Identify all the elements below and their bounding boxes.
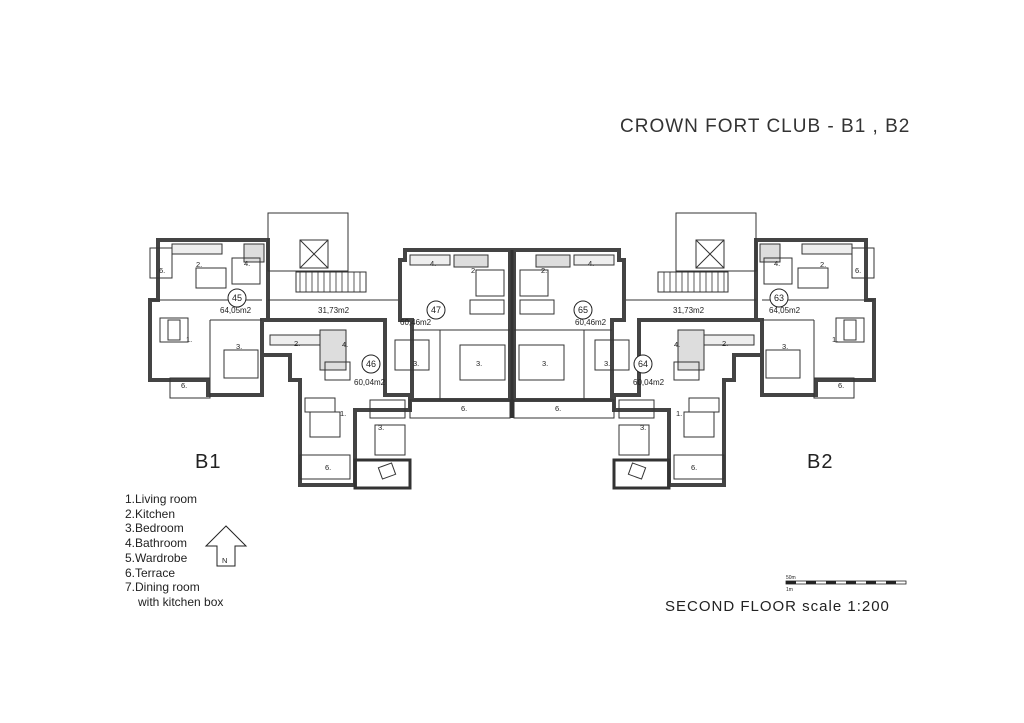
unit-45-marker: 45 64,05m2 [220,288,252,315]
svg-text:64,05m2: 64,05m2 [220,306,252,315]
svg-text:2.: 2. [722,339,728,348]
svg-text:3.: 3. [542,359,548,368]
svg-text:3.: 3. [236,342,242,351]
svg-text:N: N [222,556,227,565]
svg-text:6.: 6. [181,381,187,390]
svg-text:63: 63 [774,293,784,303]
stair-area-right: 31,73m2 [673,306,705,315]
floor-scale-label: SECOND FLOOR scale 1:200 [665,598,890,615]
legend-item: with kitchen box [138,594,224,609]
svg-text:2.: 2. [820,260,826,269]
svg-text:2.: 2. [196,260,202,269]
legend-item: 3.Bedroom [125,521,184,536]
svg-text:46: 46 [366,359,376,369]
svg-text:4.: 4. [588,259,594,268]
svg-text:2.: 2. [471,266,477,275]
legend-item: 5.Wardrobe [125,550,188,565]
svg-text:1.: 1. [676,409,682,418]
svg-text:2.: 2. [294,339,300,348]
svg-text:60,04m2: 60,04m2 [633,378,665,387]
unit-63-marker: 63 64,05m2 [769,288,801,315]
svg-text:60,46m2: 60,46m2 [400,318,432,327]
svg-text:3.: 3. [640,423,646,432]
svg-text:6.: 6. [461,404,467,413]
svg-text:1.: 1. [340,409,346,418]
svg-text:3.: 3. [378,423,384,432]
svg-text:4.: 4. [774,259,780,268]
svg-text:1.: 1. [186,335,192,344]
svg-text:6.: 6. [159,266,165,275]
svg-text:6.: 6. [691,463,697,472]
svg-text:1m: 1m [786,587,793,593]
svg-text:60,46m2: 60,46m2 [575,318,607,327]
svg-text:4.: 4. [342,340,348,349]
stair-area-left: 31,73m2 [318,306,350,315]
north-arrow-icon: N [204,525,248,567]
svg-text:4.: 4. [674,340,680,349]
svg-text:3.: 3. [604,359,610,368]
svg-text:3.: 3. [476,359,482,368]
unit-46-marker: 46 60,04m2 [354,354,386,387]
unit-65-marker: 65 60,46m2 [573,300,607,327]
legend-item: 6.Terrace [125,565,176,580]
drawing-title: CROWN FORT CLUB - B1 , B2 [620,116,911,137]
svg-text:4.: 4. [244,259,250,268]
svg-text:2.: 2. [541,266,547,275]
svg-text:6.: 6. [838,381,844,390]
scale-bar: 50m 1m [785,575,907,593]
svg-text:64: 64 [638,359,648,369]
building-label-b1: B1 [195,451,222,473]
legend-item: 2.Kitchen [125,506,176,521]
legend-item: 7.Dining room [125,580,200,595]
unit-64-marker: 64 60,04m2 [633,354,665,387]
svg-text:6.: 6. [855,266,861,275]
svg-text:6.: 6. [555,404,561,413]
svg-text:1.: 1. [832,335,838,344]
svg-text:45: 45 [232,293,242,303]
building-label-b2: B2 [807,451,834,473]
svg-text:3.: 3. [413,359,419,368]
svg-text:65: 65 [578,305,588,315]
legend-item: 4.Bathroom [125,536,188,551]
svg-text:50m: 50m [786,575,796,581]
legend-item: 1.Living room [125,492,198,506]
svg-text:47: 47 [431,305,441,315]
svg-text:6.: 6. [325,463,331,472]
svg-text:3.: 3. [782,342,788,351]
svg-text:60,04m2: 60,04m2 [354,378,386,387]
unit-47-marker: 47 60,46m2 [400,300,446,327]
room-legend: 1.Living room 2.Kitchen 3.Bedroom 4.Bath… [125,492,223,610]
svg-text:64,05m2: 64,05m2 [769,306,801,315]
svg-text:4.: 4. [430,259,436,268]
